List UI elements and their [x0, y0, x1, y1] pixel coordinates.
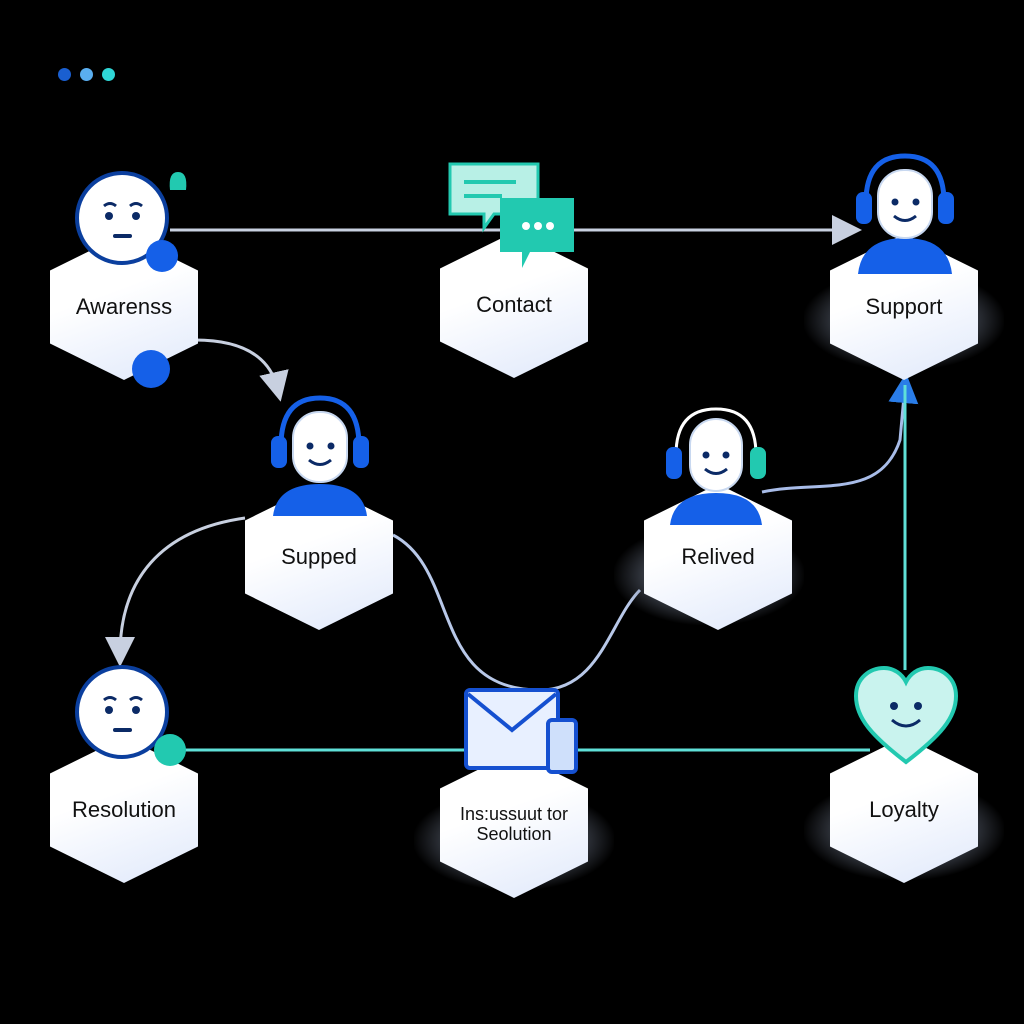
connector-relived-support: [761, 373, 919, 494]
node-label: Resolution: [72, 796, 176, 822]
connector-supped-resolution: [105, 516, 246, 667]
node-label-line2: Seolution: [476, 824, 552, 844]
node-label: Relived: [681, 543, 755, 569]
node-contact[interactable]: Contact: [440, 232, 588, 378]
blue-node-dot: [132, 350, 170, 388]
connector-supped-relived: [392, 533, 642, 692]
node-label-line1: Ins:ussuut tor: [459, 804, 569, 825]
node-label: Contact: [476, 291, 552, 317]
node-label: Loyalty: [869, 796, 939, 822]
chat-bubbles-icon: [448, 162, 574, 268]
window-dot-3: [102, 68, 115, 81]
headset-agent-icon: [666, 407, 766, 525]
headset-agent-icon: [271, 395, 369, 516]
headset-agent-icon: [856, 153, 954, 274]
connector-awareness-supped: [194, 338, 289, 402]
node-label: Support: [865, 293, 943, 319]
envelope-phone-icon: [464, 688, 578, 774]
heart-smile-icon: [853, 666, 959, 765]
window-dot-1: [58, 68, 71, 81]
node-label: Supped: [281, 543, 357, 569]
neutral-face-icon: [75, 665, 186, 766]
node-label: Awarenss: [75, 293, 173, 319]
neutral-face-icon: [75, 171, 178, 272]
teal-marker-icon: [169, 172, 187, 190]
window-dot-2: [80, 68, 93, 81]
